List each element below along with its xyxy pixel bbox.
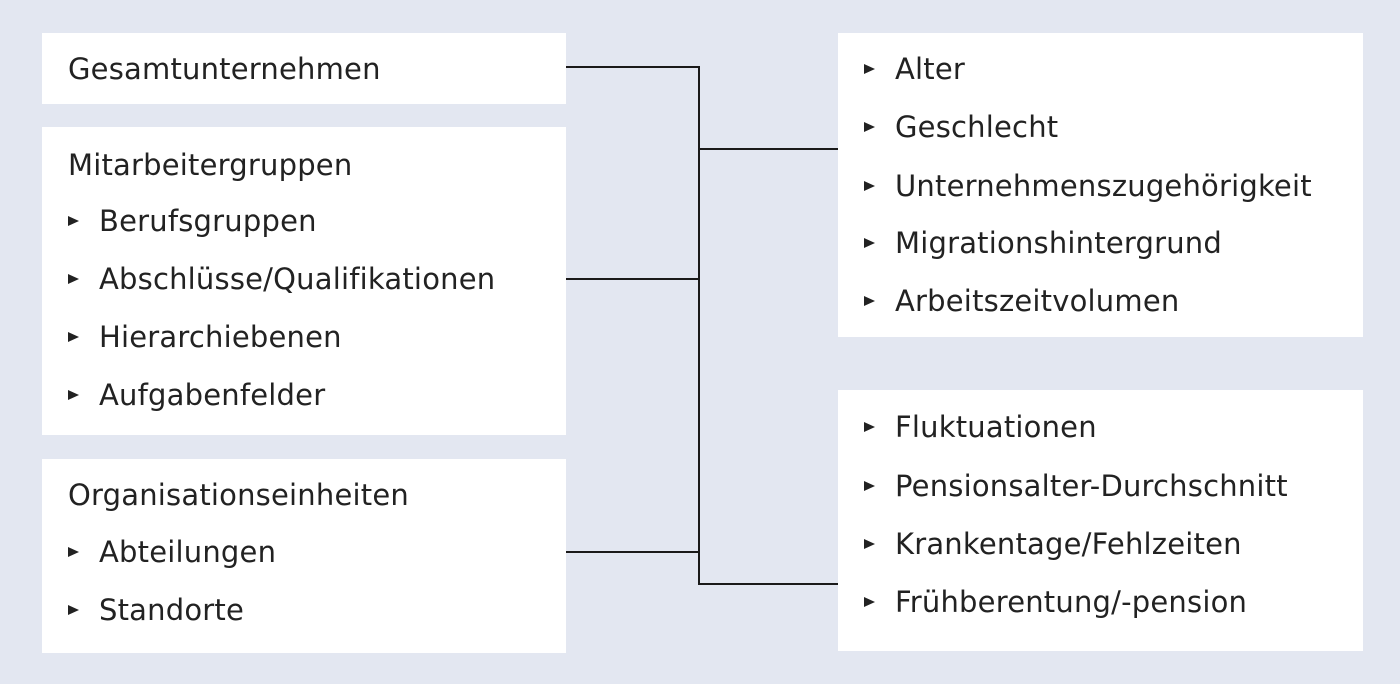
box-title: Organisationseinheiten (68, 478, 409, 512)
connector-vertical (698, 66, 700, 585)
bullet-icon (864, 422, 875, 432)
list-item: Frühberentung/-pension (895, 585, 1248, 619)
box-indicators: Fluktuationen Pensionsalter-Durchschnitt… (838, 390, 1363, 651)
bullet-icon (68, 547, 79, 557)
bullet-icon (68, 605, 79, 615)
list-item: Geschlecht (895, 110, 1059, 144)
list-item: Pensionsalter-Durchschnitt (895, 469, 1288, 503)
list-item: Berufsgruppen (99, 204, 317, 238)
list-item: Abteilungen (99, 535, 277, 569)
connector-units (566, 551, 699, 553)
bullet-icon (68, 332, 79, 342)
list-item: Arbeitszeitvolumen (895, 284, 1180, 318)
box-organisationseinheiten: Organisationseinheiten Abteilungen Stand… (42, 459, 566, 653)
list-item: Standorte (99, 593, 245, 627)
box-demographics: Alter Geschlecht Unternehmenszugehörigke… (838, 33, 1363, 337)
bullet-icon (68, 390, 79, 400)
box-title: Gesamtunternehmen (68, 52, 381, 86)
bullet-icon (864, 238, 875, 248)
bullet-icon (864, 181, 875, 191)
bullet-icon (864, 481, 875, 491)
connector-company (566, 66, 699, 68)
bullet-icon (68, 274, 79, 284)
list-item: Aufgabenfelder (99, 378, 326, 412)
list-item: Unternehmenszugehörigkeit (895, 169, 1312, 203)
connector-indicators (698, 583, 838, 585)
bullet-icon (68, 216, 79, 226)
box-title: Mitarbeitergruppen (68, 148, 353, 182)
list-item: Abschlüsse/Qualifikationen (99, 262, 496, 296)
list-item: Fluktuationen (895, 410, 1097, 444)
bullet-icon (864, 597, 875, 607)
bullet-icon (864, 122, 875, 132)
connector-demographics (698, 148, 838, 150)
connector-groups (566, 278, 699, 280)
box-gesamtunternehmen: Gesamtunternehmen (42, 33, 566, 104)
box-mitarbeitergruppen: Mitarbeitergruppen Berufsgruppen Abschlü… (42, 127, 566, 435)
bullet-icon (864, 64, 875, 74)
bullet-icon (864, 539, 875, 549)
list-item: Hierarchiebenen (99, 320, 342, 354)
list-item: Migrationshintergrund (895, 226, 1222, 260)
list-item: Krankentage/Fehlzeiten (895, 527, 1242, 561)
list-item: Alter (895, 52, 966, 86)
bullet-icon (864, 296, 875, 306)
